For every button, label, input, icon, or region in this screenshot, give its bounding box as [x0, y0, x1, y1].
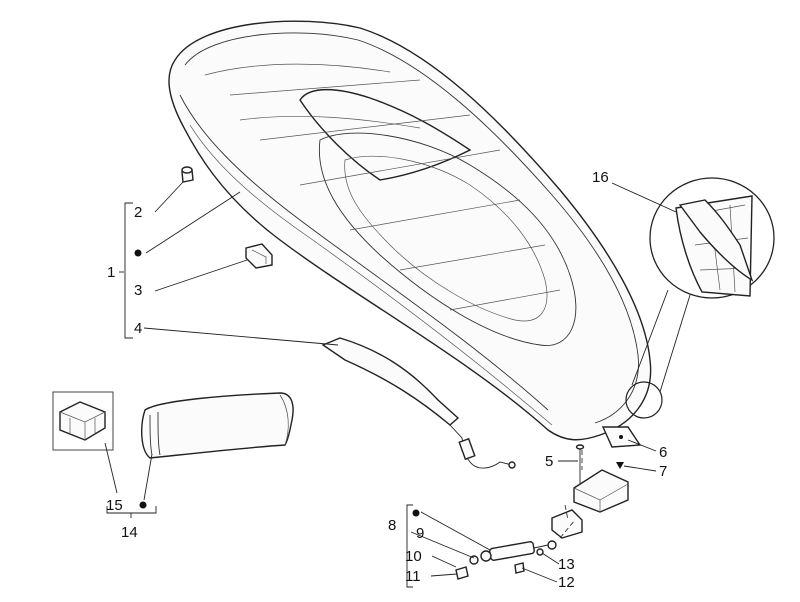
- callout-12: 12: [558, 574, 575, 591]
- leader-lines: [104, 181, 677, 583]
- seat-side-panel: [179, 94, 549, 411]
- detail-connector-lines: [631, 289, 691, 393]
- seat-clip-part: [245, 243, 273, 269]
- group-brackets: [106, 202, 413, 588]
- seat-outline: [168, 20, 652, 441]
- bullet-dots: [134, 249, 420, 517]
- callout-7: 7: [659, 463, 667, 480]
- callout-13: 13: [558, 556, 575, 573]
- callout-labels: 1 2 3 4 5 6 7 8 9 10 11 12 13 14 15 16: [106, 169, 667, 591]
- detail-flap: [678, 199, 754, 282]
- callout-3: 3: [134, 282, 142, 299]
- callout-11: 11: [405, 568, 421, 585]
- gas-strut-parts: [455, 519, 576, 580]
- detail-magnifier: [625, 177, 775, 419]
- callout-8: 8: [388, 517, 396, 534]
- detail-small-circle: [625, 381, 663, 419]
- callout-10: 10: [405, 548, 422, 565]
- seat-quilt-lines: [229, 79, 561, 311]
- seat-assembly: [168, 20, 652, 441]
- seat-hinge-parts: [551, 426, 642, 539]
- seat-top-rim: [184, 32, 639, 424]
- callout-6: 6: [659, 444, 667, 461]
- cover-kit-parts: [52, 391, 294, 459]
- callout-2: 2: [134, 204, 142, 221]
- callout-16: 16: [592, 169, 609, 186]
- callout-9: 9: [416, 525, 424, 542]
- seat-strip-cable: [321, 337, 516, 469]
- rider-cushion: [318, 132, 577, 346]
- callout-5: 5: [545, 453, 553, 470]
- callout-15: 15: [106, 497, 123, 514]
- callout-14: 14: [121, 524, 138, 541]
- seat-lower-edge: [189, 124, 553, 426]
- seat-bumper-part: [181, 166, 194, 183]
- seat-cover-roll: [141, 392, 294, 459]
- seat-seam-line: [204, 63, 421, 129]
- callout-4: 4: [134, 320, 142, 337]
- rider-cushion-inner: [344, 155, 548, 322]
- callout-1: 1: [107, 264, 115, 281]
